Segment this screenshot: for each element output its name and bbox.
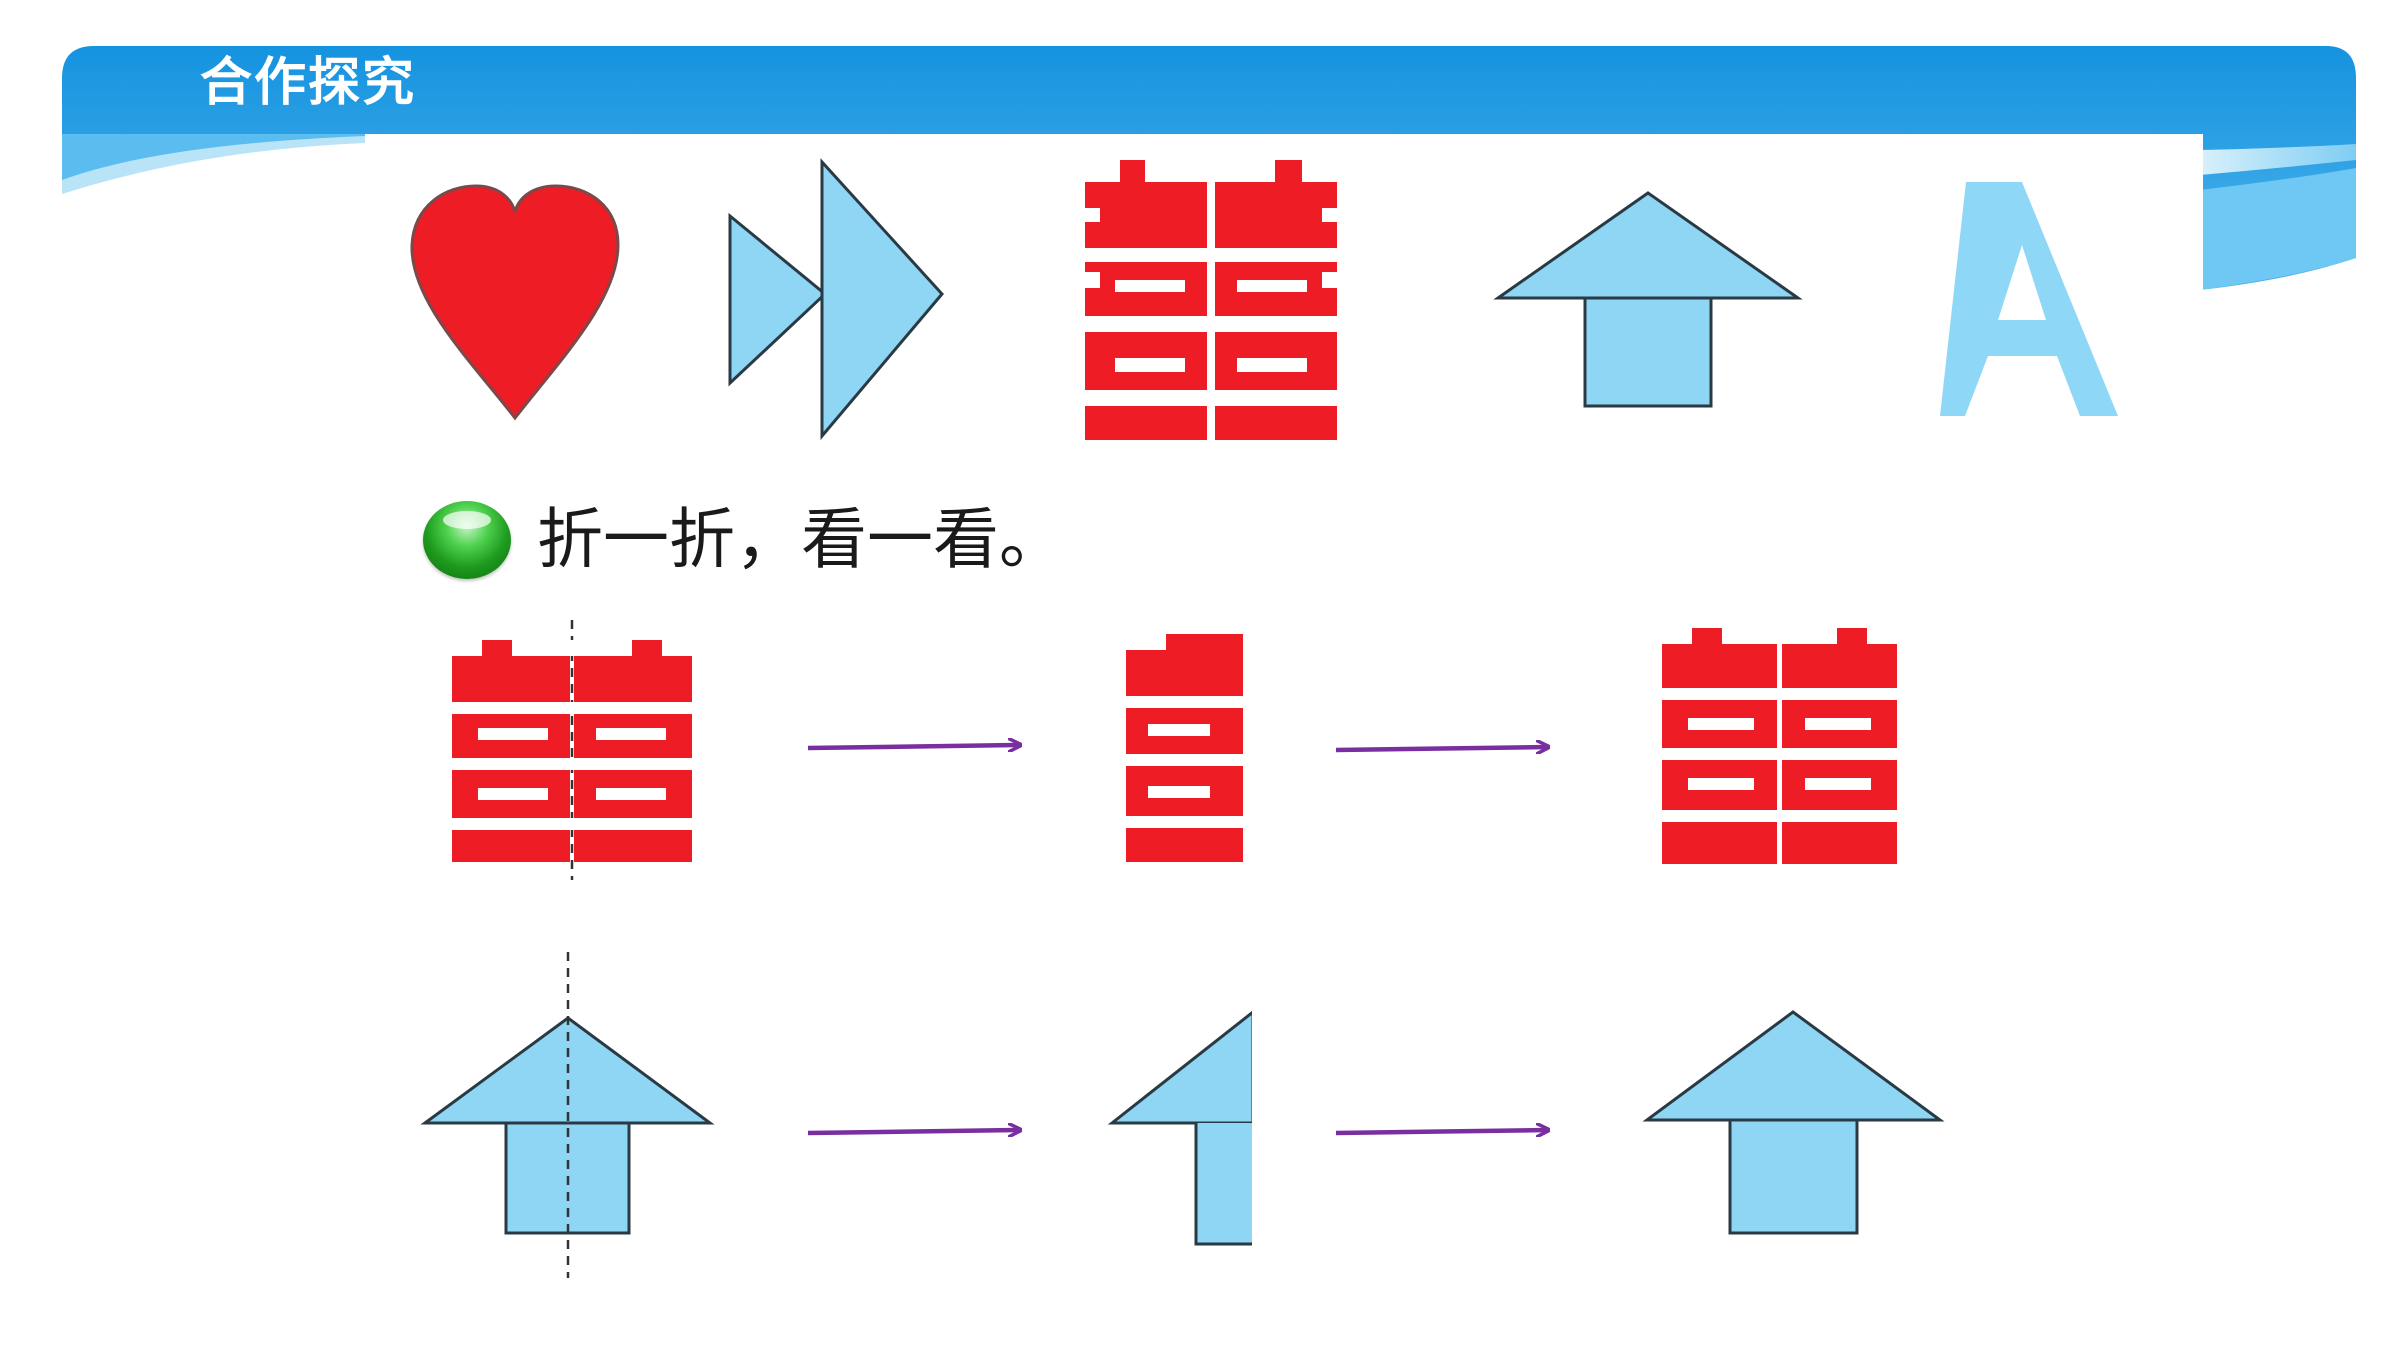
letter-a-symbol bbox=[1940, 182, 2118, 416]
green-ball-bullet-icon bbox=[423, 501, 511, 579]
instruction-row: 折一折，看一看。 bbox=[423, 490, 1065, 590]
arrow-4 bbox=[1335, 1130, 1548, 1133]
arrow-1 bbox=[807, 745, 1020, 748]
double-happiness-unfolded bbox=[1662, 628, 1897, 864]
house-arrow-symbol bbox=[1493, 191, 1803, 408]
header-band bbox=[62, 46, 2356, 290]
double-happiness-fold-original bbox=[452, 640, 692, 862]
double-happiness-half bbox=[1126, 634, 1243, 862]
house-arrow-half bbox=[1107, 1008, 1255, 1246]
double-arrow-symbol bbox=[728, 158, 944, 441]
heart-symbol bbox=[410, 184, 620, 421]
arrow-3 bbox=[807, 1130, 1020, 1133]
instruction-text: 折一折，看一看。 bbox=[537, 501, 1065, 578]
house-arrow-unfolded bbox=[1642, 1010, 1945, 1235]
double-happiness-symbol bbox=[1085, 160, 1337, 440]
header-title: 合作探究 bbox=[200, 53, 417, 113]
arrow-2 bbox=[1335, 747, 1548, 750]
